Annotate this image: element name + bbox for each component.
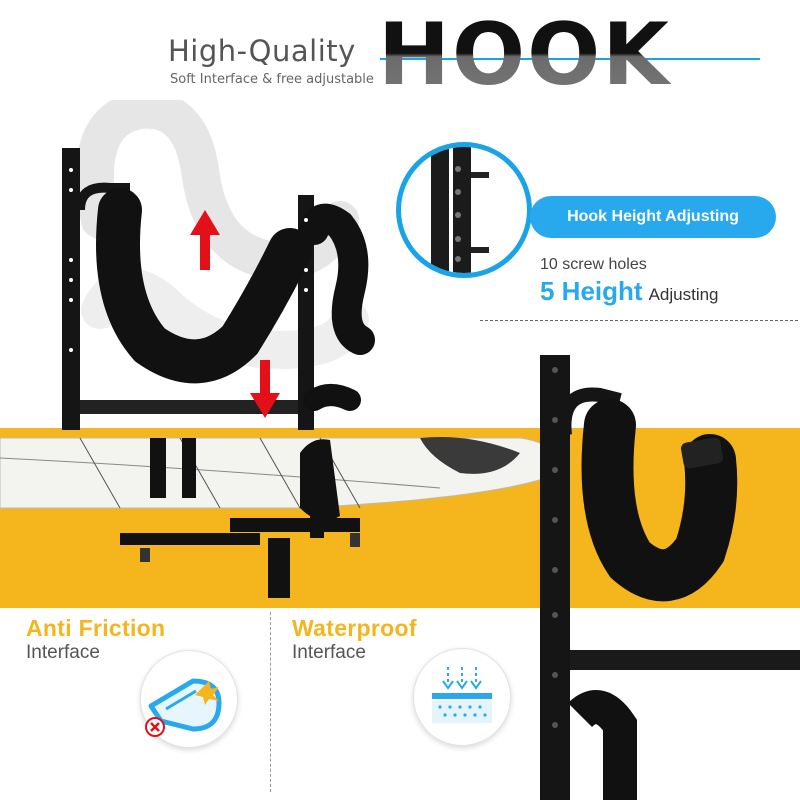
rack-height-illustration xyxy=(62,100,375,430)
screw-holes-text: 10 screw holes xyxy=(540,256,647,273)
height-count: 5 Height xyxy=(540,276,643,306)
feature-subtitle: Interface xyxy=(292,642,366,663)
arrow-down-icon xyxy=(250,360,280,418)
hook-closeup-circle xyxy=(396,142,532,278)
height-adjusting-text: 5 Height Adjusting xyxy=(540,276,719,307)
height-adjusting-word: Adjusting xyxy=(648,285,719,304)
header-tagline: Soft Interface & free adjustable xyxy=(170,72,374,87)
feature-anti-friction: Anti Friction Interface xyxy=(26,615,165,664)
dashed-divider xyxy=(480,320,798,321)
feature-title: Anti Friction xyxy=(26,615,166,641)
rack-detail-image xyxy=(540,355,800,800)
anti-friction-icon xyxy=(140,650,238,748)
arrow-up-icon xyxy=(190,210,220,270)
feature-divider xyxy=(270,612,271,792)
feature-waterproof: Waterproof Interface xyxy=(292,615,417,664)
kayak-scene-image xyxy=(0,428,560,608)
hook-height-adjusting-label: Hook Height Adjusting xyxy=(530,196,776,238)
feature-title: Waterproof xyxy=(292,615,417,641)
feature-subtitle: Interface xyxy=(26,642,100,663)
header-prefix: High-Quality xyxy=(168,34,356,68)
waterproof-icon xyxy=(413,648,511,746)
header-accent-line xyxy=(380,58,760,60)
header-title: HOOK xyxy=(378,5,671,105)
